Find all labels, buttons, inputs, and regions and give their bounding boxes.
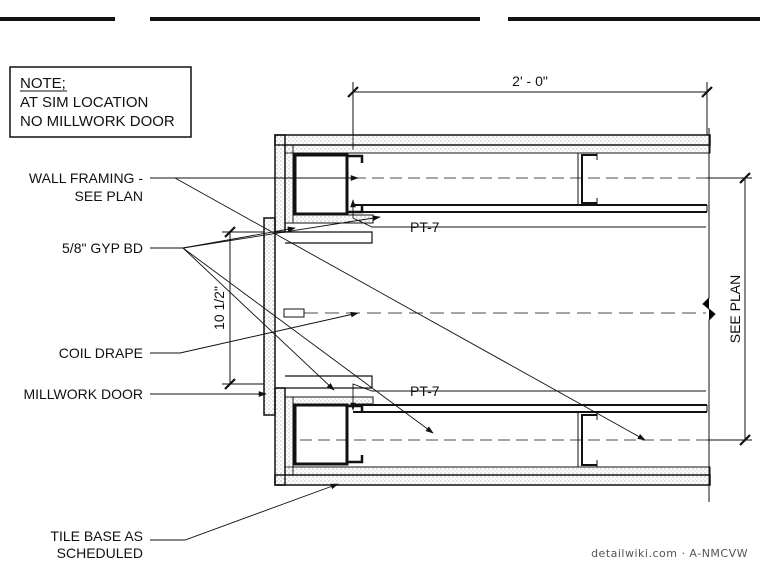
dimension-right-label: SEE PLAN: [727, 275, 743, 343]
callout-pt7-top: PT-7: [410, 219, 440, 235]
note-box: NOTE; AT SIM LOCATION NO MILLWORK DOOR: [9, 66, 192, 138]
callout-tile-base-line2: SCHEDULED: [57, 545, 143, 561]
dimension-top-label: 2' - 0": [512, 73, 548, 89]
callout-coil-drape: COIL DRAPE: [59, 345, 143, 361]
dimension-opening-label: 10 1/2": [211, 286, 227, 330]
note-heading: NOTE;: [20, 75, 66, 92]
lower-wall: [274, 375, 720, 486]
coil-drape: [283, 308, 706, 318]
millwork-door-panel: [263, 217, 276, 416]
callout-wall-framing-line1: WALL FRAMING -: [29, 170, 143, 186]
callout-tile-base-line1: TILE BASE AS: [50, 528, 143, 544]
watermark: detailwiki.com · A-NMCVW: [591, 547, 748, 560]
dimension-right: [707, 172, 752, 446]
callout-pt7-bottom: PT-7: [410, 383, 440, 399]
note-line-2: NO MILLWORK DOOR: [20, 113, 175, 130]
callout-millwork-door: MILLWORK DOOR: [23, 386, 143, 402]
dimension-top: [347, 82, 713, 150]
break-line: [702, 128, 716, 502]
dimension-opening: [222, 226, 264, 390]
callout-gyp-bd: 5/8" GYP BD: [62, 240, 143, 256]
callout-labels: WALL FRAMING - SEE PLAN 5/8" GYP BD COIL…: [23, 170, 439, 561]
leader-lines: [150, 175, 706, 541]
note-line-1: AT SIM LOCATION: [20, 94, 148, 111]
upper-wall: [274, 134, 720, 244]
callout-wall-framing-line2: SEE PLAN: [75, 188, 143, 204]
